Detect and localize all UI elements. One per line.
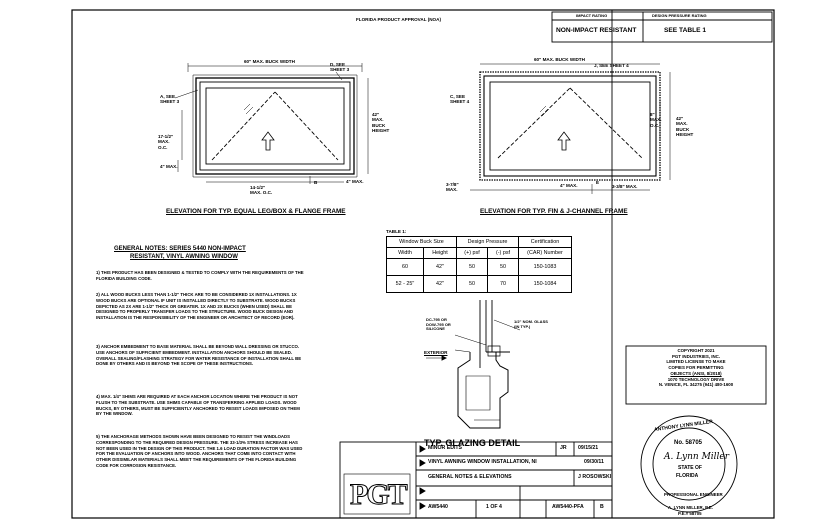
drawing-date: 09/30/11: [584, 459, 604, 465]
left-b-label: B: [314, 180, 318, 185]
revision-description: MINOR EDITS: [428, 445, 463, 451]
table-header-neg: (-) psf: [487, 247, 519, 259]
table-header-height: Height: [423, 247, 457, 259]
left-edge-right-dim: 4" MAX.: [346, 179, 364, 184]
note-5: 5) THE ANCHORAGE METHODS SHOWN HAVE BEEN…: [96, 434, 303, 468]
left-width-dim: 60" MAX. BUCK WIDTH: [244, 59, 295, 64]
left-a-see: A, SEE SHEET 3: [160, 94, 180, 105]
design-pressure-table: Window Buck Size Design Pressure Certifi…: [386, 236, 572, 293]
table-header-width: Width: [386, 247, 424, 259]
approval-title: FLORIDA PRODUCT APPROVAL (NOA): [356, 17, 441, 22]
company-logo: PGT: [350, 478, 409, 512]
left-oc-bottom-dim: 14-1/2" MAX. O.C.: [250, 185, 273, 196]
notes-header-line2: RESISTANT, VINYL AWNING WINDOW: [130, 254, 238, 260]
impact-rating-value: NON-IMPACT RESISTANT: [556, 27, 637, 34]
right-c-see: C, SEE SHEET 4: [450, 94, 470, 105]
revision-letter: B: [600, 504, 604, 510]
table-row: 52 - 25" 42" 50 70 150-1084: [386, 275, 572, 293]
detail-glass-label: 1/2" NOM. GLASS (IN TYP.): [514, 319, 548, 329]
copyright-box: COPYRIGHT 2021 PGT INDUSTRIES, INC. LIMI…: [626, 348, 766, 388]
seal-state-name: FLORIDA: [676, 473, 699, 479]
copyright-line3: LIMITED LICENSE TO MAKE: [666, 359, 726, 365]
copyright-line5: OBJECTS (ANSI, 8/2018): [670, 370, 722, 376]
series-number: AW5440: [428, 504, 448, 510]
table-row: 60 42" 50 50 150-1083: [386, 258, 572, 276]
drawing-number: AW5440-PFA: [552, 504, 584, 510]
right-edge-left-dim: 3-7/8" MAX.: [446, 182, 459, 193]
table-header-buck: Window Buck Size: [386, 236, 457, 248]
copyright-line7: N. VENICE, FL 34275 (941) 480-1600: [658, 382, 734, 388]
design-pressure-value: SEE TABLE 1: [664, 27, 707, 34]
copyright-line2: PGT INDUSTRIES, INC.: [671, 353, 721, 359]
seal-signature: A. Lynn Miller: [664, 452, 730, 462]
design-pressure-header: DESIGN PRESSURE RATING: [652, 13, 707, 18]
notes-header-line1: GENERAL NOTES: SERIES 5440 NON-IMPACT: [114, 246, 246, 252]
copyright-line4: COPIES FOR PERMITTING: [668, 365, 724, 371]
left-see-sheet: D, SEE SHEET 3: [330, 62, 350, 73]
drawing-title: VINYL AWNING WINDOW INSTALLATION, NI: [428, 459, 537, 465]
right-e-label: E: [596, 180, 600, 185]
right-edge-mid-dim: 4" MAX.: [560, 183, 578, 188]
note-4: 4) MAX. 1/4" SHIMS ARE REQUIRED AT EACH …: [96, 394, 300, 417]
table-title: TABLE 1:: [386, 229, 407, 234]
right-edge-right-dim: 3-3/8" MAX.: [612, 184, 638, 189]
detail-caption: TYP. GLAZING DETAIL: [424, 438, 521, 448]
table-header-cert: Certification: [518, 236, 572, 248]
right-elevation-caption: ELEVATION FOR TYP. FIN & J-CHANNEL FRAME: [480, 208, 628, 215]
copyright-line1: COPYRIGHT 2021: [677, 348, 715, 353]
seal-license: No. 58705: [674, 440, 703, 446]
table-header-pos: (+) psf: [456, 247, 488, 259]
sheet-number: 1 OF 4: [486, 504, 502, 510]
table-header-num: (CAR) Number: [518, 247, 572, 259]
revision-by: JR: [560, 445, 567, 451]
detail-sealant-label: DC-795 OR DOW-795 OR SILICONE: [426, 317, 451, 332]
right-width-dim: 60" MAX. BUCK WIDTH: [534, 57, 585, 62]
left-elevation-caption: ELEVATION FOR TYP. EQUAL LEG/BOX & FLANG…: [166, 208, 346, 215]
sheet-title: GENERAL NOTES & ELEVATIONS: [428, 474, 512, 480]
table-header-dp: Design Pressure: [456, 236, 519, 248]
note-3: 3) ANCHOR EMBEDMENT TO BASE MATERIAL SHA…: [96, 344, 302, 367]
note-1: 1) THIS PRODUCT HAS BEEN DESIGNED & TEST…: [96, 270, 304, 281]
drawn-by: J ROSOWSKI: [578, 474, 612, 480]
right-height-dim: 42" MAX. BUCK HEIGHT: [676, 116, 694, 137]
seal-state: STATE OF: [678, 465, 702, 471]
seal-engineer-name: A. LYNN MILLER, P.E.: [668, 505, 713, 510]
detail-exterior-label: EXTERIOR: [424, 350, 448, 355]
copyright-line6: 1070 TECHNOLOGY DRIVE: [667, 376, 725, 382]
note-2: 2) ALL WOOD BUCKS LESS THAN 1-1/2" THICK…: [96, 292, 297, 321]
revision-date: 09/15/21: [578, 445, 599, 451]
left-oc-dim: 17-1/2" MAX. O.C.: [158, 134, 174, 150]
left-edge-dim: 4" MAX.: [160, 164, 178, 169]
left-height-dim: 42" MAX. BUCK HEIGHT: [372, 112, 390, 133]
seal-engineer-number: P.E.# 58705: [678, 511, 702, 516]
right-oc-dim: 8" MAX. O.C.: [650, 112, 662, 128]
seal-profession: PROFESSIONAL ENGINEER: [664, 492, 723, 497]
impact-rating-header: IMPACT RATING: [576, 13, 608, 18]
right-j-see: J, SEE SHEET 4: [594, 63, 629, 68]
